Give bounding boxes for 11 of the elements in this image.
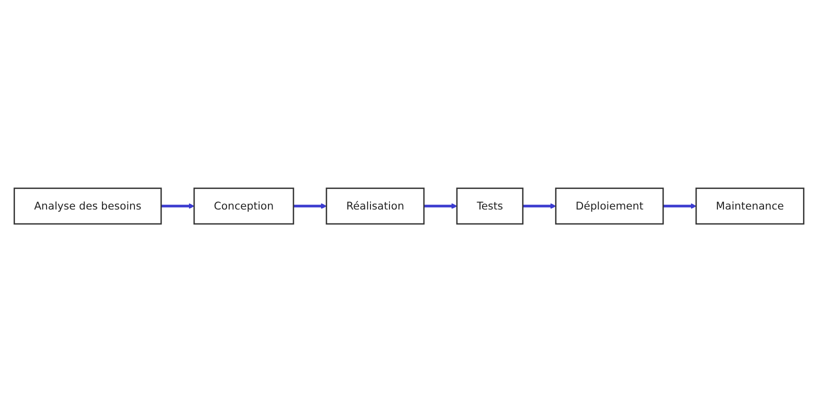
node-box: Déploiement (555, 188, 664, 224)
node-box: Maintenance (695, 188, 804, 224)
arrow (161, 203, 194, 209)
node-box: Réalisation (326, 188, 425, 224)
node-box: Tests (456, 188, 524, 224)
node-box: Conception (193, 188, 294, 224)
arrow (522, 203, 556, 209)
node-box: Analyse des besoins (14, 188, 162, 224)
arrow (293, 203, 327, 209)
arrow (663, 203, 696, 209)
arrow (424, 203, 458, 209)
